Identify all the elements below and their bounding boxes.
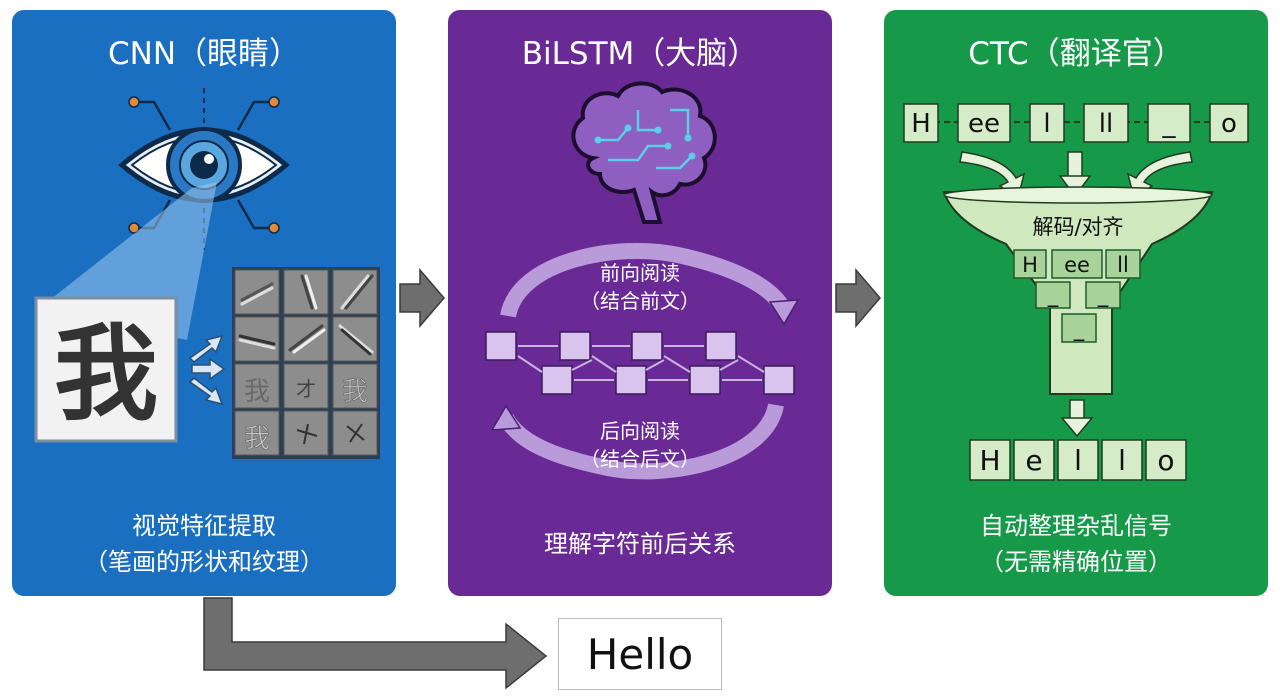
input-token-5: _ [1162,109,1177,139]
feature-char-3: 我 [342,377,368,407]
ctc-title: CTC（翻译官） [968,36,1184,72]
output-token-4: l [1118,444,1126,477]
cnn-caption-line1: 视觉特征提取 [132,512,276,540]
output-token-2: e [1025,444,1042,477]
bilstm-to-ctc-arrow [835,268,881,328]
result-output-box: Hello [558,618,722,690]
funnel-out-arrow [1060,399,1094,438]
funnel-token-1: H [1022,253,1038,277]
input-token-3: l [1043,109,1050,139]
bilstm-title: BiLSTM（大脑） [521,36,759,72]
bilstm-panel: BiLSTM（大脑） [448,10,832,596]
funnel-token-5: _ [1097,283,1109,308]
funnel-token-4: _ [1047,283,1059,308]
bilstm-illustration: 前向阅读 （结合前文） 后向阅读 （结合后文） [485,81,800,480]
output-arrow [203,597,548,690]
character-image: 我 [34,296,178,443]
forward-label-1: 前向阅读 [600,261,680,285]
result-text: Hello [586,629,694,679]
input-token-4: ll [1099,109,1113,139]
funnel-token-3: ll [1117,253,1129,277]
cnn-panel: CNN（眼睛） 我 [12,10,396,596]
eye-icon [118,88,290,250]
ctc-caption-line2: （无需精确位置） [980,548,1172,576]
ctc-caption-line1: 自动整理杂乱信号 [980,512,1172,540]
feature-char-4: 我 [244,424,270,454]
input-token-1: H [911,109,931,139]
funnel-in-arrows [959,151,1193,200]
output-token-1: H [979,444,1000,477]
funnel-label: 解码/对齐 [1032,215,1123,239]
backward-arc [498,402,784,480]
output-token-3: l [1074,444,1082,477]
funnel-token-6: _ [1073,317,1085,342]
backward-label-1: 后向阅读 [600,419,680,443]
feature-arrows [188,334,226,406]
funnel-tokens: H ee ll _ _ _ [1013,249,1141,343]
input-token-2: ee [968,109,1000,139]
input-token-6: o [1221,109,1237,139]
lstm-nodes [485,331,795,395]
feature-char-1: 我 [244,377,270,407]
ctc-illustration: H ee l ll _ o 解码/对齐 H [903,103,1249,481]
cnn-title: CNN（眼睛） [107,36,301,72]
feature-char-2: 才 [296,377,316,401]
brain-icon [571,81,717,224]
input-character: 我 [54,313,158,435]
forward-label-2: （结合前文） [580,289,700,313]
backward-label-2: （结合后文） [580,447,700,471]
funnel-token-2: ee [1064,253,1090,277]
bilstm-caption: 理解字符前后关系 [544,530,736,558]
funnel-icon [942,191,1214,395]
forward-arc [500,242,792,319]
cnn-illustration: 我 我 才 [34,88,380,459]
feature-map-grid: 我 才 我 我 [232,267,380,459]
output-token-5: o [1157,444,1174,477]
lstm-connections [517,345,765,381]
cnn-to-bilstm-arrow [399,268,445,328]
output-token-row: H e l l o [969,439,1187,481]
ctc-panel: CTC（翻译官） H ee l ll _ o [884,10,1268,596]
input-token-row: H ee l ll _ o [903,103,1249,143]
cnn-caption-line2: （笔画的形状和纹理） [84,548,324,576]
